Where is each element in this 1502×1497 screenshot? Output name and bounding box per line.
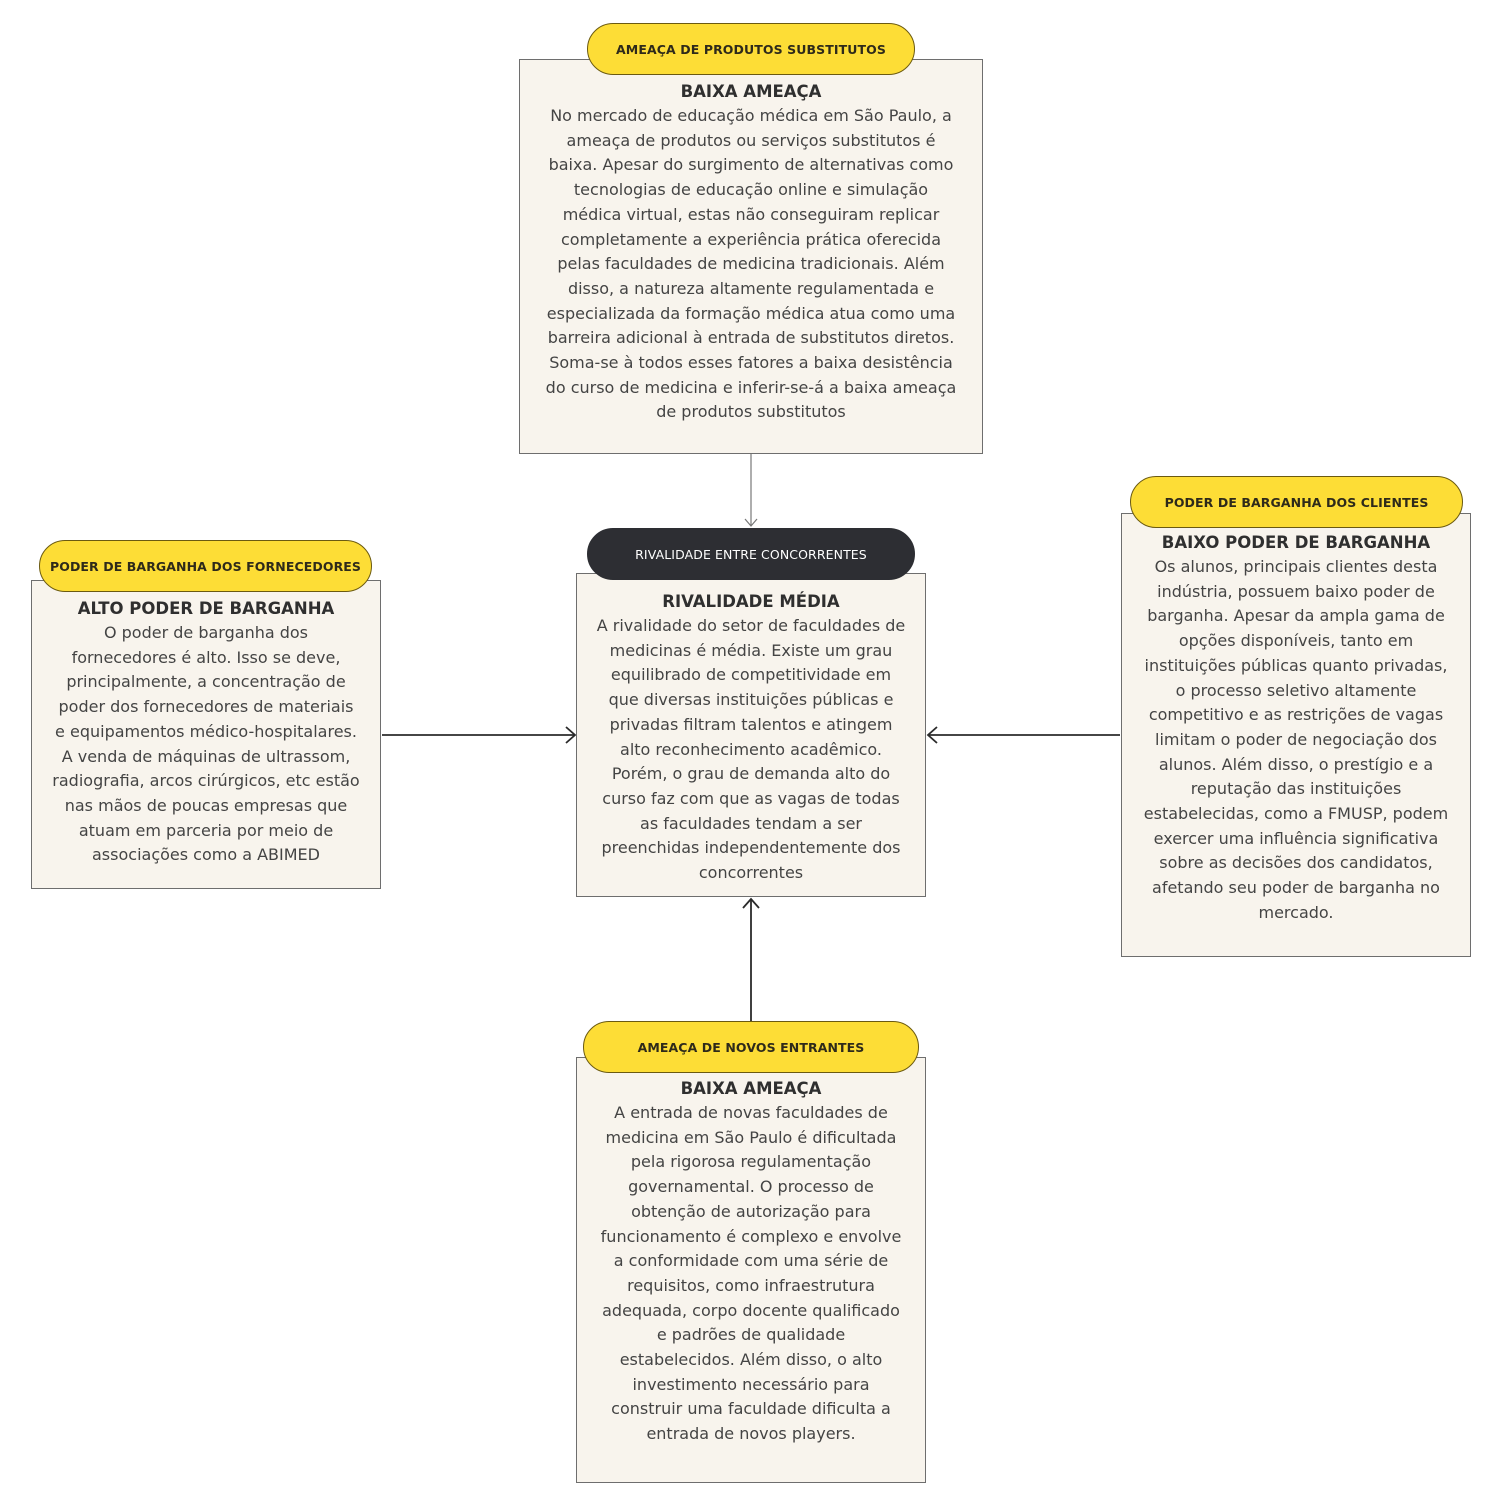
substitutes-header: AMEAÇA DE PRODUTOS SUBSTITUTOS <box>587 23 915 75</box>
rivalry-header: RIVALIDADE ENTRE CONCORRENTES <box>587 528 915 580</box>
new-entrants-header: AMEAÇA DE NOVOS ENTRANTES <box>583 1021 919 1073</box>
suppliers-header-label: PODER DE BARGANHA DOS FORNECEDORES <box>49 558 362 574</box>
substitutes-body: No mercado de educação médica em São Pau… <box>545 106 957 422</box>
rivalry-header-label: RIVALIDADE ENTRE CONCORRENTES <box>635 546 867 562</box>
new-entrants-header-label: AMEAÇA DE NOVOS ENTRANTES <box>637 1039 865 1055</box>
rivalry-card: RIVALIDADE MÉDIA A rivalidade do setor d… <box>576 573 926 897</box>
rivalry-title: RIVALIDADE MÉDIA <box>662 592 840 611</box>
new-entrants-title: BAIXA AMEAÇA <box>680 1079 822 1098</box>
substitutes-card: BAIXA AMEAÇA No mercado de educação médi… <box>519 59 983 454</box>
new-entrants-card: BAIXA AMEAÇA A entrada de novas faculdad… <box>576 1057 926 1483</box>
rivalry-body: A rivalidade do setor de faculdades de m… <box>596 616 906 883</box>
arrowhead-customers <box>926 726 938 744</box>
arrowhead-suppliers <box>565 726 577 744</box>
customers-header: PODER DE BARGANHA DOS CLIENTES <box>1130 476 1463 528</box>
new-entrants-body: A entrada de novas faculdades de medicin… <box>600 1103 902 1444</box>
arrowhead-substitutes <box>744 518 758 527</box>
customers-card: BAIXO PODER DE BARGANHA Os alunos, princ… <box>1121 513 1471 957</box>
suppliers-card: ALTO PODER DE BARGANHA O poder de bargan… <box>31 580 381 889</box>
arrowhead-new-entrants <box>742 897 760 909</box>
substitutes-header-label: AMEAÇA DE PRODUTOS SUBSTITUTOS <box>616 41 886 57</box>
customers-title: BAIXO PODER DE BARGANHA <box>1161 533 1431 552</box>
customers-body: Os alunos, principais clientes desta ind… <box>1143 557 1449 922</box>
suppliers-body: O poder de barganha dos fornecedores é a… <box>52 623 360 865</box>
suppliers-header: PODER DE BARGANHA DOS FORNECEDORES <box>39 540 372 592</box>
customers-header-label: PODER DE BARGANHA DOS CLIENTES <box>1164 494 1429 510</box>
substitutes-title: BAIXA AMEAÇA <box>680 82 822 101</box>
suppliers-title: ALTO PODER DE BARGANHA <box>77 599 335 618</box>
